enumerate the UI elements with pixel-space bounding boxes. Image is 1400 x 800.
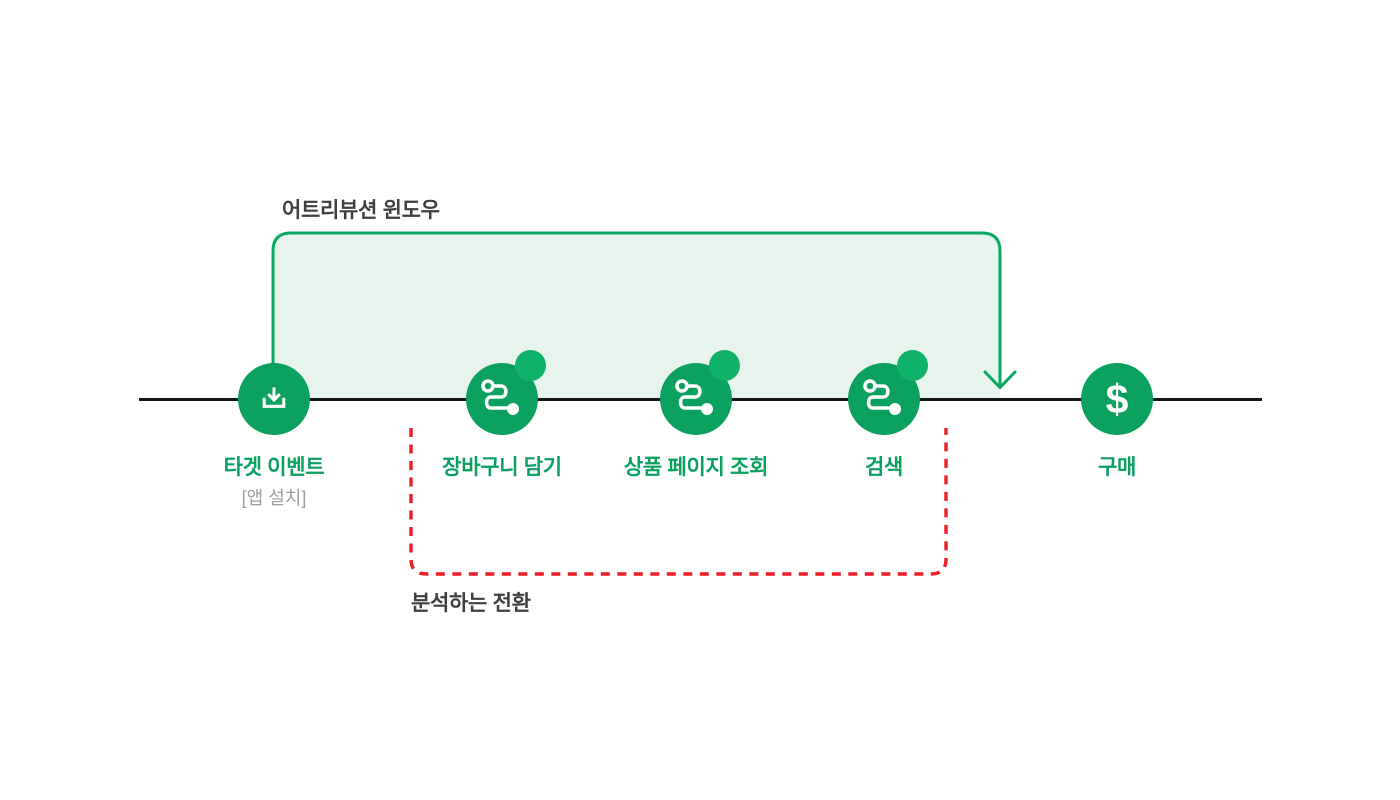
route-icon [863,379,901,415]
purchase-label: 구매 [1097,456,1137,479]
target-event-label: 타겟 이벤트 [223,456,325,479]
download-icon [262,387,286,408]
product-page-view-node [660,350,740,435]
analyzed-conversions-outline [409,428,948,576]
event-badge [897,350,928,381]
purchase-node: $ [1081,363,1153,435]
analyzed-conversions-label: 분석하는 전환 [411,592,531,615]
attribution-window-label: 어트리뷰션 윈도우 [282,199,440,222]
event-badge [515,350,546,381]
arrow-down-icon [983,370,1017,390]
attribution-window-region [273,233,1000,399]
product-page-view-label: 상품 페이지 조회 [623,456,769,479]
attribution-window-border [271,231,1002,399]
add-to-cart-node [466,350,546,435]
event-badge [709,350,740,381]
add-to-cart-label: 장바구니 담기 [442,456,562,479]
search-event-node [848,350,928,435]
search-event-label: 검색 [864,456,904,479]
dollar-icon: $ [1106,376,1129,422]
route-icon [481,379,519,415]
target-event-node [238,363,310,435]
target-event-sublabel: [앱 설치] [241,488,307,508]
route-icon [675,379,713,415]
svg-text:$: $ [1106,376,1129,422]
